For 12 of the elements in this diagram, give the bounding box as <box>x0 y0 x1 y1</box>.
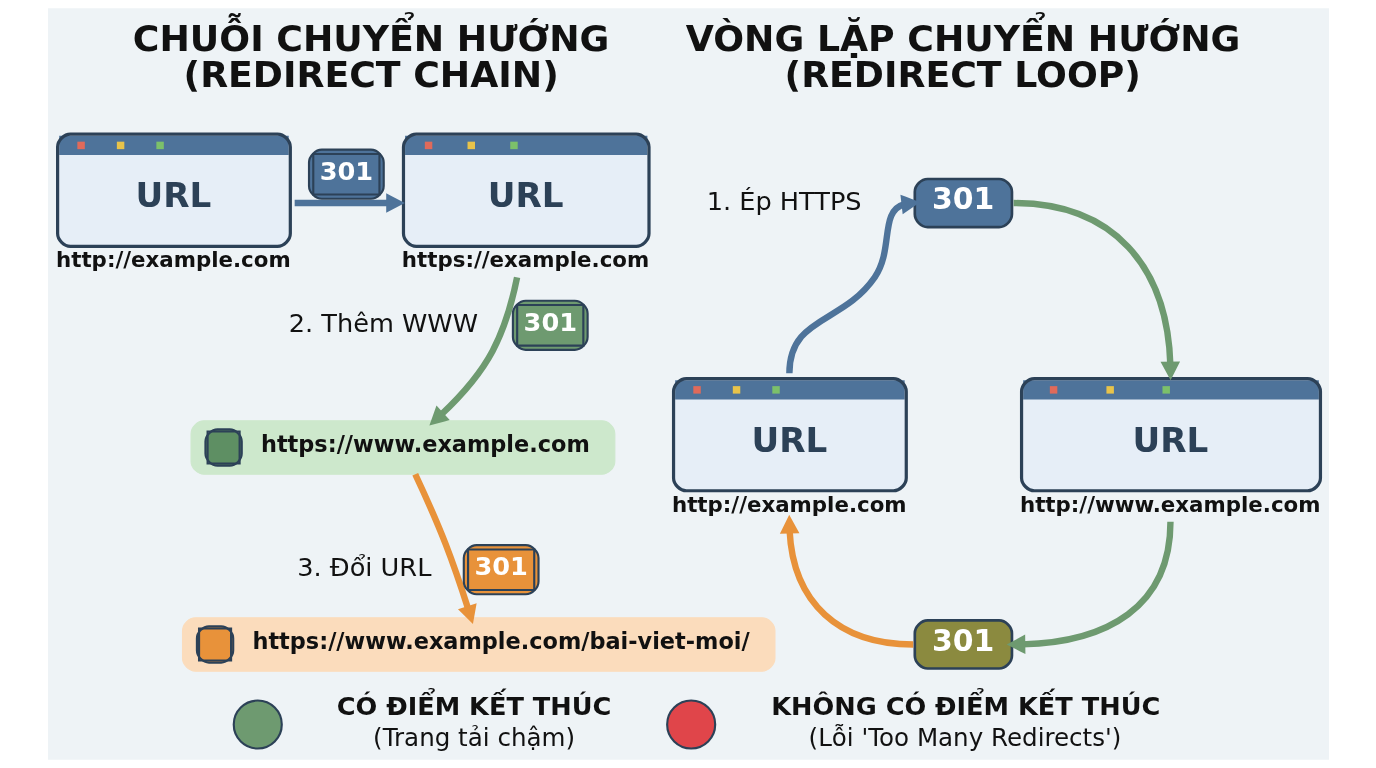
label: (Trang tải chậm) <box>372 723 575 753</box>
node-label: http://example.com <box>55 247 291 273</box>
edge-label: 301 <box>319 155 373 186</box>
node-label: http://example.com <box>671 491 907 517</box>
edge-label: 301 <box>523 306 577 337</box>
label: 1. Ép HTTPS <box>706 185 862 216</box>
edge-label: 301 <box>473 551 528 582</box>
label: 3. Đổi URL <box>296 552 431 583</box>
node-label: https://example.com <box>401 247 649 273</box>
label: (Lỗi 'Too Many Redirects') <box>808 723 1121 753</box>
node-label: http://www.example.com <box>1019 491 1320 517</box>
label: 2. Thêm WWW <box>288 307 478 338</box>
